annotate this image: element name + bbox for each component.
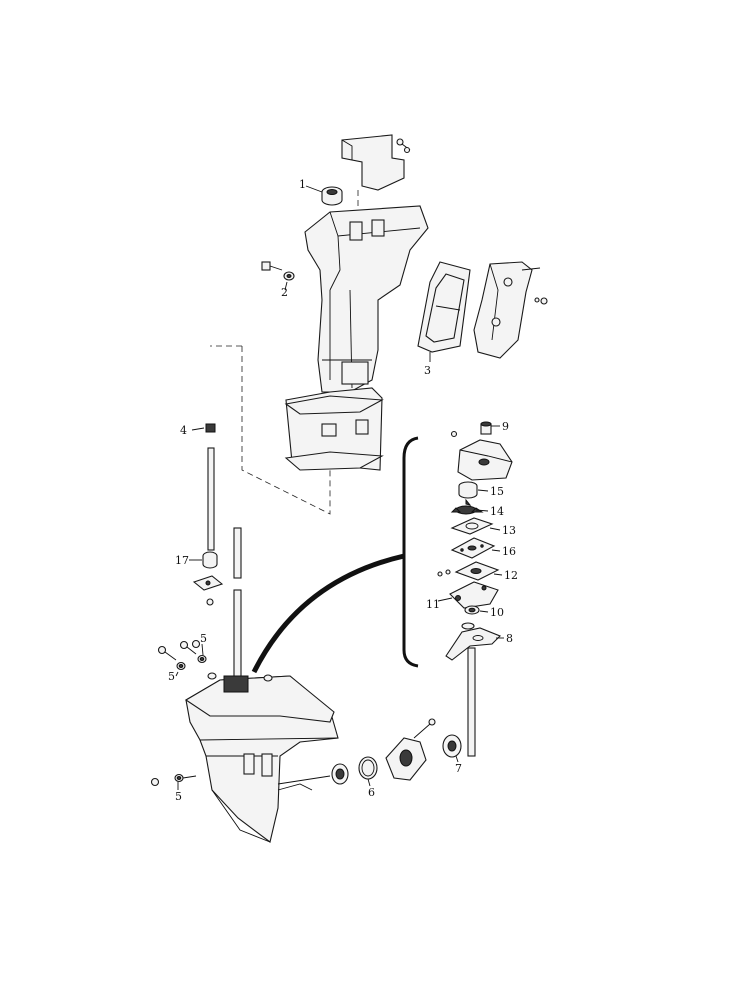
part-label-6: 6 xyxy=(368,786,375,799)
seal-part-17 xyxy=(202,551,218,569)
base-gasket-part-8 xyxy=(445,622,501,661)
exhaust-cover xyxy=(473,261,548,359)
part-label-9: 9 xyxy=(502,420,509,433)
part-label-16: 16 xyxy=(502,545,516,558)
part-label-13: 13 xyxy=(502,524,516,537)
bolts-left-group xyxy=(157,639,207,671)
part-label-17: 17 xyxy=(175,554,189,567)
shaft-cap-part-4 xyxy=(205,423,216,433)
drive-shaft-housing xyxy=(284,205,429,471)
wear-plate-part-16 xyxy=(450,537,496,559)
bottom-left-bolt xyxy=(150,773,197,787)
impeller-part-14 xyxy=(450,498,484,515)
part-label-11: 11 xyxy=(426,598,440,611)
small-screw-right xyxy=(403,146,411,154)
part-label-1: 1 xyxy=(299,178,306,191)
part-label-5-left: 5 xyxy=(168,670,175,683)
left-drive-shaft xyxy=(207,447,215,551)
part-label-15: 15 xyxy=(490,485,504,498)
bearing-carrier xyxy=(385,718,436,781)
upper-bracket xyxy=(341,134,405,191)
part-label-7: 7 xyxy=(455,762,462,775)
o-ring-part-6 xyxy=(358,756,378,780)
plate-part-12 xyxy=(437,561,500,581)
seal-part-10 xyxy=(464,605,480,615)
seal-part-7 xyxy=(442,734,462,758)
pump-base-part-11 xyxy=(449,581,499,609)
insert-cup-part-15 xyxy=(458,481,478,499)
part-label-12: 12 xyxy=(504,569,518,582)
part-label-4: 4 xyxy=(180,424,187,437)
part-label-5-upper: 5 xyxy=(200,632,207,645)
bushing-part-1 xyxy=(321,186,343,206)
gasket-part-13 xyxy=(450,517,494,535)
part-label-8: 8 xyxy=(506,632,513,645)
seal-plate xyxy=(192,575,224,591)
part-label-10: 10 xyxy=(490,606,504,619)
lower-gear-case xyxy=(184,672,339,843)
grommet-part-9 xyxy=(480,421,492,435)
part-label-2: 2 xyxy=(281,286,288,299)
part-label-3: 3 xyxy=(424,364,431,377)
part-label-14: 14 xyxy=(490,505,504,518)
propeller-shaft-bearing xyxy=(277,763,349,785)
part-label-5-bottom: 5 xyxy=(175,790,182,803)
pump-housing xyxy=(450,430,513,481)
assembly-callout-curve xyxy=(251,553,405,674)
bolt-with-washer-part-2 xyxy=(261,261,295,281)
small-bolt-left xyxy=(206,598,214,606)
water-tube xyxy=(467,647,476,757)
gasket-part-3 xyxy=(417,261,471,353)
assembly-bracket xyxy=(402,436,419,668)
center-drive-shaft xyxy=(233,527,242,679)
